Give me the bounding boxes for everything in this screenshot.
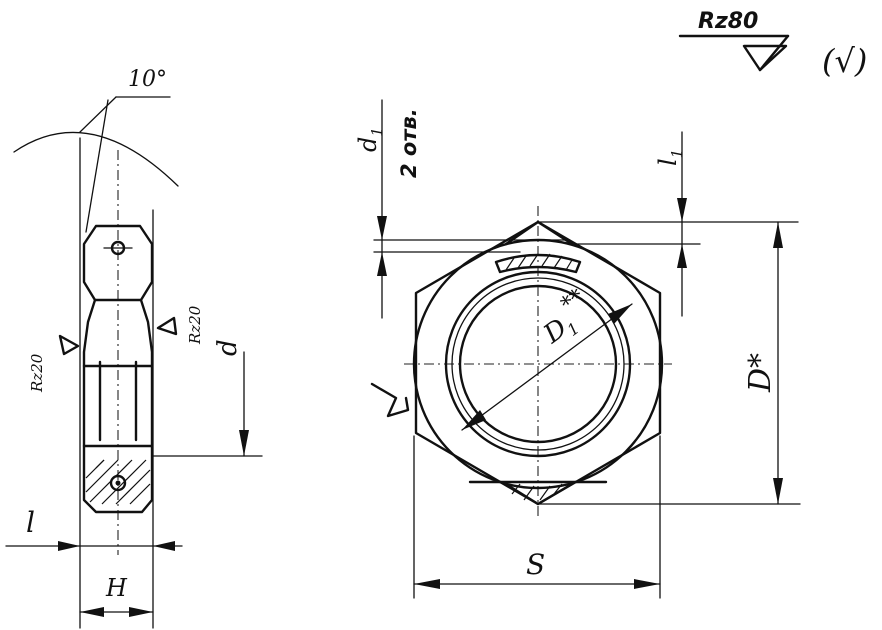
d1-diameter-line	[461, 303, 633, 431]
lower-hole-center	[115, 480, 121, 486]
angle-ray	[85, 99, 109, 233]
left-roughness-mark	[370, 382, 410, 418]
top-hole-hatch	[505, 253, 573, 271]
l1-label: l1	[654, 149, 686, 166]
angle-leader-line	[79, 96, 117, 133]
l1-subscript: 1	[668, 149, 686, 159]
d-star-arrow-down	[773, 478, 783, 504]
l1-arrow-up	[677, 244, 687, 268]
rz20-left-label: Rz20	[28, 353, 46, 393]
h-arrow-left	[80, 607, 104, 617]
general-roughness: Rz80 (√)	[678, 9, 867, 80]
h-arrow-right	[129, 607, 153, 617]
bottom-hole-hatch	[511, 483, 563, 501]
d1-label: d1	[354, 127, 386, 152]
d1-arrow-upper	[608, 304, 632, 324]
h-label: H	[105, 574, 128, 602]
d-star-label: D*	[743, 353, 778, 393]
d1-subscript: 1	[368, 127, 386, 137]
rz80-triangle	[742, 44, 788, 72]
d1-arrow-up	[377, 252, 387, 276]
l-label: l	[26, 506, 35, 539]
d1-letter: d	[354, 137, 382, 152]
holes-label: 2 отв.	[397, 108, 421, 178]
side-view: 10° Rz20 Rz20	[5, 67, 263, 629]
s-label: S	[526, 548, 545, 581]
ring-circle-middle	[451, 277, 625, 451]
d-label: d	[213, 339, 243, 356]
l-arrow-right	[153, 541, 175, 551]
roughness-triangle-left	[58, 334, 80, 356]
l-arrow-left	[58, 541, 80, 551]
l1-letter: l	[654, 158, 682, 166]
rz80-label: Rz80	[698, 9, 758, 34]
d-arrow	[239, 430, 249, 456]
roughness-triangle-right	[156, 316, 178, 336]
top-hole-outline	[494, 253, 582, 274]
rz80-stroke	[758, 34, 790, 72]
angle-arc	[13, 131, 179, 187]
s-arrow-right	[634, 579, 660, 589]
s-arrow-left	[414, 579, 440, 589]
angle-label: 10°	[128, 67, 167, 92]
d1-arrow-down	[377, 216, 387, 240]
check-mark-label: (√)	[822, 42, 867, 80]
d1-diameter-label: D1**	[531, 285, 601, 353]
l1-arrow-down	[677, 198, 687, 222]
hatched-section	[85, 459, 151, 505]
d1-arrow-lower	[462, 410, 486, 430]
lower-hole	[109, 474, 127, 492]
front-view: D1** d1 2 отв. l1 D* S	[354, 99, 801, 599]
bore-circle	[458, 284, 618, 444]
rz20-right-label: Rz20	[186, 305, 204, 345]
d-star-arrow-up	[773, 222, 783, 248]
ring-circle-outer	[444, 270, 632, 458]
